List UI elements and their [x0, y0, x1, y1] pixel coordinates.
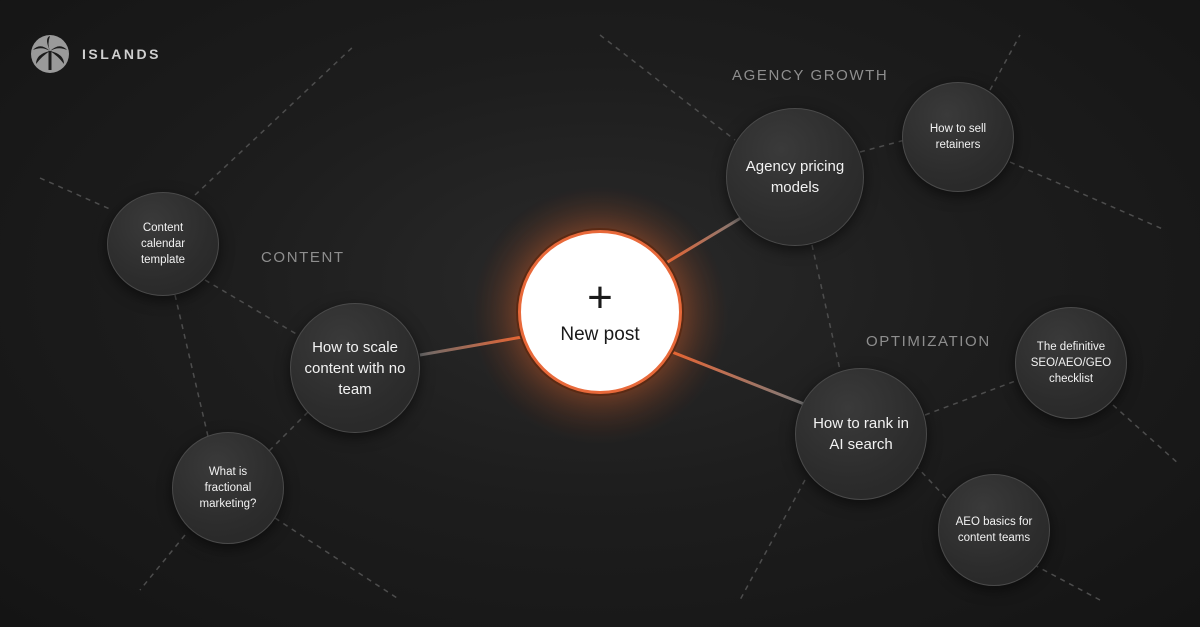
brand-logo: ISLANDS: [30, 34, 161, 74]
brand-name: ISLANDS: [82, 46, 161, 62]
dashed-edge: [39, 177, 113, 211]
category-label-agency-growth: AGENCY GROWTH: [732, 67, 889, 84]
dashed-edge: [599, 34, 736, 141]
category-label-optimization: OPTIMIZATION: [866, 333, 991, 350]
dashed-edge: [914, 464, 949, 501]
dashed-edge: [264, 411, 309, 456]
dashed-edge: [811, 244, 841, 371]
palm-tree-icon: [31, 35, 69, 73]
node-label: How to scale content with no team: [304, 338, 406, 398]
dashed-edge: [924, 379, 1019, 416]
dashed-edge: [1024, 559, 1101, 601]
node-label: AEO basics for content teams: [955, 515, 1033, 544]
dashed-edge: [139, 534, 186, 591]
dashed-edge: [859, 139, 906, 153]
node-fractional-marketing[interactable]: What is fractional marketing?: [172, 432, 284, 544]
node-content-calendar[interactable]: Content calendar template: [107, 192, 219, 296]
node-label: Agency pricing models: [745, 158, 845, 196]
dashed-edge: [174, 294, 211, 446]
node-agency-pricing[interactable]: Agency pricing models: [726, 108, 864, 246]
dashed-edge: [1009, 161, 1166, 231]
node-label: The definitive SEO/AEO/GEO checklist: [1030, 340, 1112, 386]
new-post-button[interactable]: + New post: [518, 230, 682, 394]
dashed-edge: [989, 34, 1021, 91]
node-sell-retainers[interactable]: How to sell retainers: [902, 82, 1014, 192]
dashed-edge: [204, 279, 299, 336]
node-label: What is fractional marketing?: [199, 465, 257, 511]
node-aeo-basics[interactable]: AEO basics for content teams: [938, 474, 1050, 586]
dashed-edge: [194, 44, 356, 196]
plus-icon: +: [587, 273, 613, 322]
dashed-edge: [1112, 404, 1181, 466]
new-post-label: New post: [560, 324, 640, 345]
node-label: How to sell retainers: [929, 122, 987, 151]
node-label: How to rank in AI search: [813, 415, 909, 453]
category-label-content: CONTENT: [261, 249, 345, 266]
node-scale-content[interactable]: How to scale content with no team: [290, 303, 420, 433]
dashed-edge: [739, 479, 806, 601]
dashed-edge: [274, 517, 401, 601]
node-seo-checklist[interactable]: The definitive SEO/AEO/GEO checklist: [1015, 307, 1127, 419]
node-rank-ai-search[interactable]: How to rank in AI search: [795, 368, 927, 500]
node-label: Content calendar template: [140, 221, 186, 267]
